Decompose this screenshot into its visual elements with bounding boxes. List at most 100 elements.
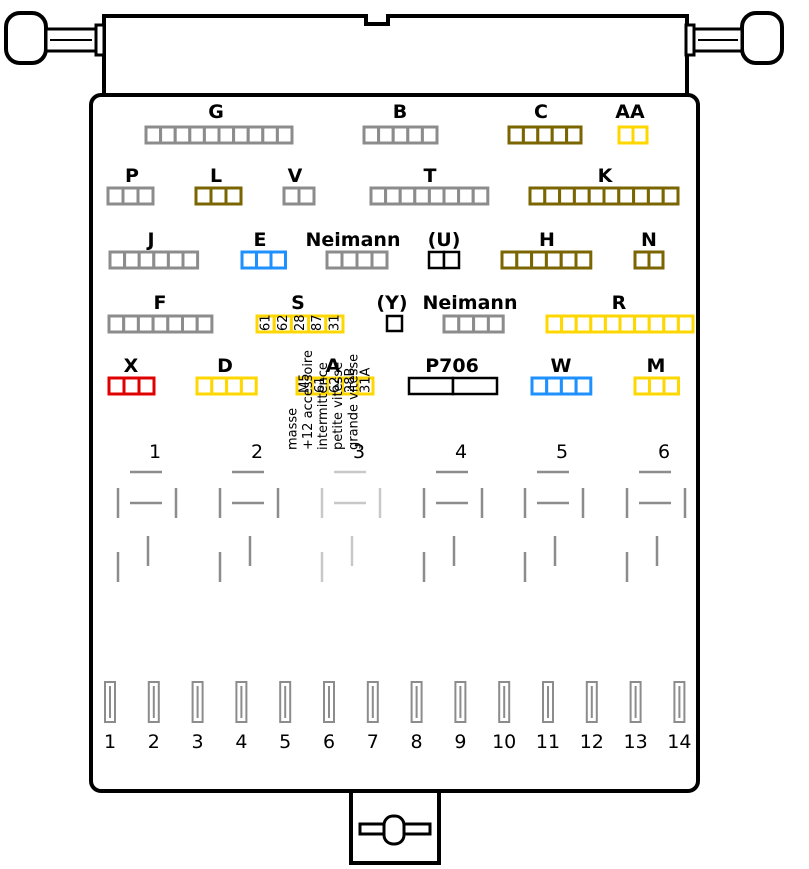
connector-cell <box>572 186 591 206</box>
connector-cell <box>209 186 228 206</box>
connector-cell <box>451 376 499 396</box>
connector-label: X <box>124 355 139 377</box>
connector-x: X <box>107 355 156 396</box>
connector-cell <box>144 125 163 145</box>
connector-cell <box>550 125 569 145</box>
connector-p706: P706 <box>407 355 499 396</box>
connector-cell <box>261 125 279 145</box>
connector-cell <box>398 186 417 206</box>
connector-label: AA <box>615 101 645 123</box>
fuse-14: 14 <box>667 681 691 753</box>
connector-cell <box>545 314 564 334</box>
connector-cell <box>181 250 200 270</box>
connector-cell <box>647 250 665 270</box>
relay-2: 2 <box>218 441 280 582</box>
connector-p: P <box>106 165 155 206</box>
connector-cell <box>224 186 243 206</box>
connector-cell <box>255 250 273 270</box>
connector-cell <box>589 314 607 334</box>
connector-cell <box>137 250 156 270</box>
connector-cell <box>137 376 156 396</box>
connector-cell <box>457 186 475 206</box>
connector-label: H <box>539 229 555 251</box>
pin-description: masse <box>286 408 301 450</box>
relay-number: 5 <box>556 441 568 463</box>
connector-g: G <box>144 101 294 145</box>
connector-cell <box>188 125 206 145</box>
connector-cell <box>406 125 424 145</box>
connector-label: G <box>208 101 224 123</box>
connector-cell <box>442 186 461 206</box>
connector-cell <box>210 376 229 396</box>
connector-cell <box>369 186 388 206</box>
connector-cell <box>545 376 563 396</box>
connector-cell <box>107 314 126 334</box>
pin-label: 31A <box>358 367 373 393</box>
connector-cell <box>632 186 650 206</box>
connector-cell <box>602 186 621 206</box>
connector-cell <box>136 186 155 206</box>
connector-y: (Y) <box>376 292 408 333</box>
connector-label: Neimann <box>306 229 401 251</box>
connector-cell <box>631 125 649 145</box>
relay-4: 4 <box>422 441 484 582</box>
connector-cell <box>407 376 455 396</box>
connector-label: L <box>210 165 222 187</box>
fuse-1: 1 <box>104 681 116 753</box>
fuse-3: 3 <box>192 681 204 753</box>
fuse-number: 13 <box>624 731 648 753</box>
fuse-number: 6 <box>323 731 335 753</box>
fuse-2: 2 <box>148 681 160 753</box>
connector-cell <box>121 186 140 206</box>
connector-label: J <box>145 229 154 251</box>
connector-cell <box>633 314 651 334</box>
relay-number: 1 <box>149 441 161 463</box>
connector-cell <box>194 186 213 206</box>
connector-cell <box>108 250 127 270</box>
connector-cell <box>275 125 294 145</box>
connector-cell <box>202 125 221 145</box>
connector-cell <box>558 186 576 206</box>
connector-cell <box>574 376 593 396</box>
connector-cell <box>246 125 265 145</box>
connector-cell <box>536 125 554 145</box>
relay-number: 3 <box>353 441 365 463</box>
connector-cell <box>530 250 548 270</box>
connector-n: N <box>633 229 665 270</box>
connector-label: K <box>598 165 614 187</box>
fuse-number: 8 <box>411 731 423 753</box>
fuse-number: 4 <box>235 731 247 753</box>
pin-label: 62 <box>328 376 343 393</box>
connector-cell <box>633 250 651 270</box>
connector-w: W <box>530 355 593 396</box>
connector-cell <box>123 250 141 270</box>
connector-cell <box>603 314 622 334</box>
connector-label: D <box>217 355 233 377</box>
connector-cell <box>413 186 431 206</box>
connector-j: J <box>108 229 200 270</box>
connector-cell <box>181 314 199 334</box>
fuse-11: 11 <box>536 681 560 753</box>
connector-cell <box>662 314 680 334</box>
connector-cell <box>521 125 540 145</box>
connector-cell <box>325 250 344 270</box>
fuse-12: 12 <box>580 681 604 753</box>
pin-description: +12 accessoire <box>301 350 316 450</box>
connector-cell <box>282 186 301 206</box>
fuse-9: 9 <box>454 681 466 753</box>
connector-cell <box>225 376 243 396</box>
connector-cell <box>107 376 126 396</box>
connector-f: F <box>107 292 214 334</box>
fuse-7: 7 <box>367 681 379 753</box>
connector-u: (U) <box>428 229 460 270</box>
fuse-8: 8 <box>411 681 423 753</box>
connector-cell <box>442 314 461 334</box>
left-mount <box>4 11 106 65</box>
connector-cell <box>136 314 155 334</box>
connector-cell <box>324 314 345 334</box>
fuse-number: 11 <box>536 731 560 753</box>
connector-cell <box>587 186 606 206</box>
connector-cell <box>560 314 578 334</box>
